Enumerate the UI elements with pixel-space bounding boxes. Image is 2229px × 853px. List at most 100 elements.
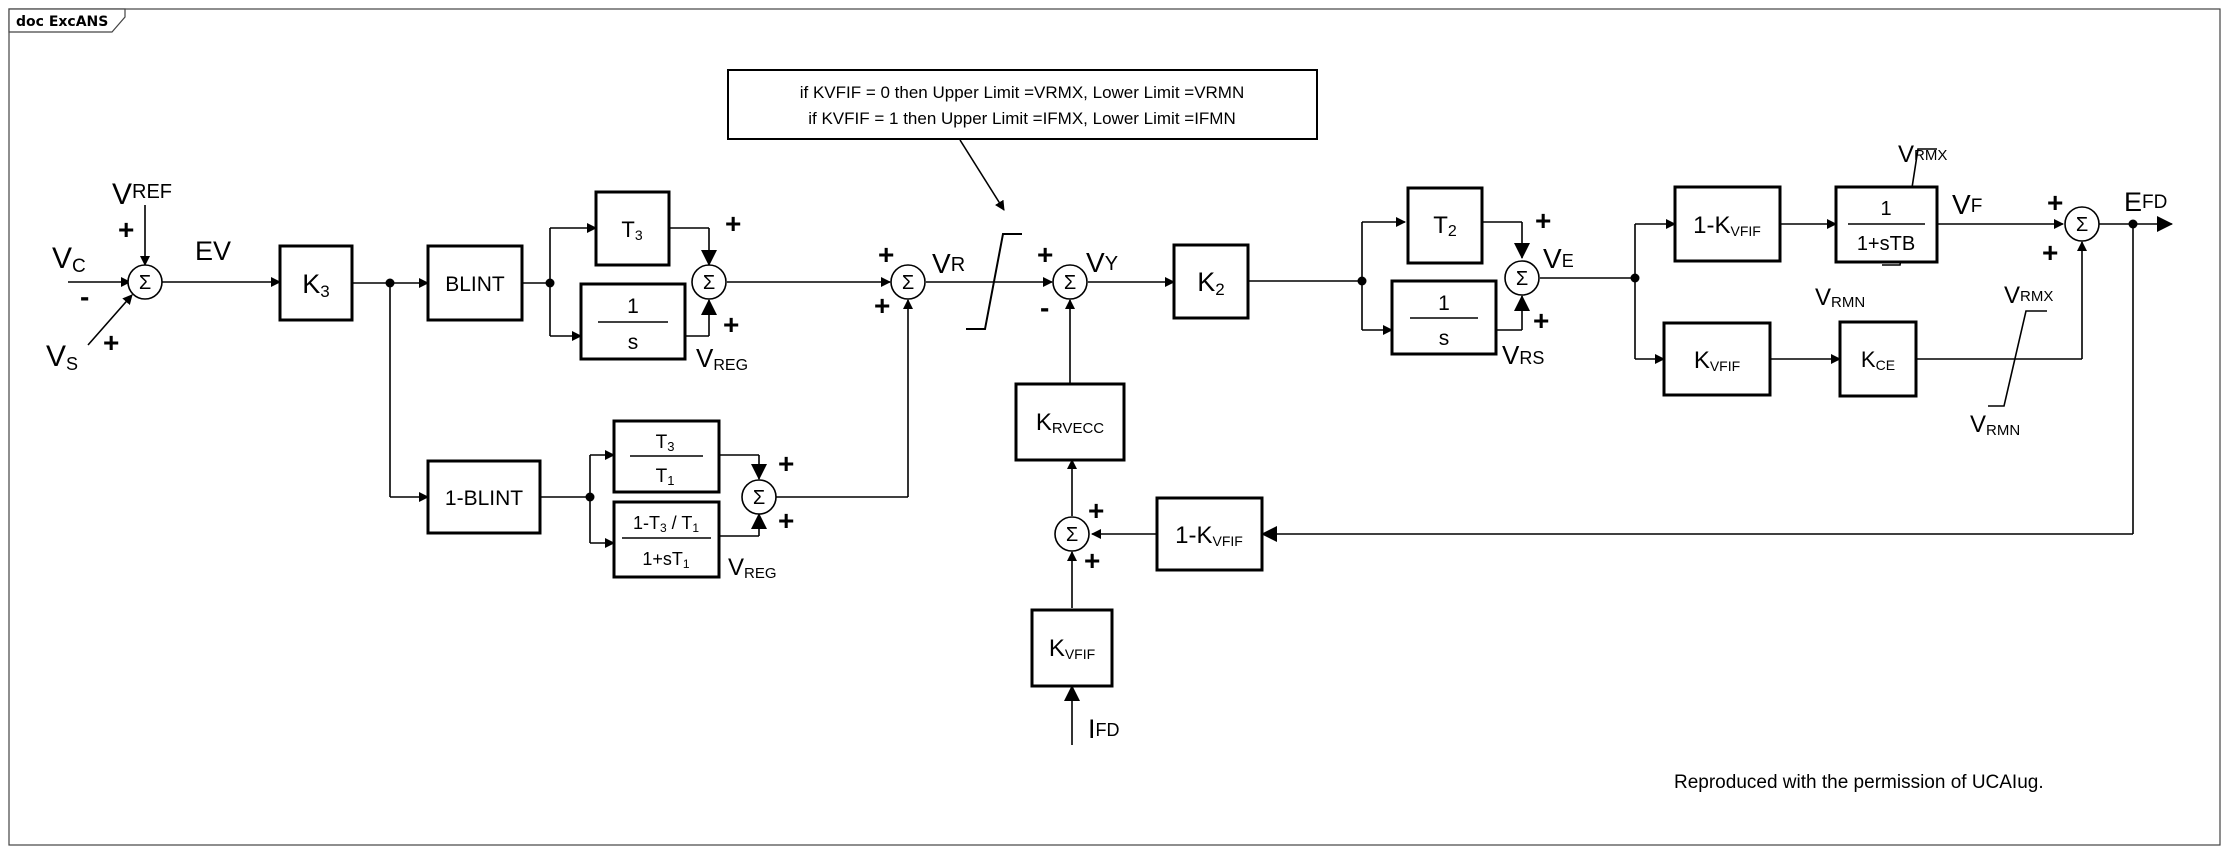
svg-text:BLINT: BLINT [445,273,505,296]
block-first-order-lag: 1 1+sTB [1834,185,1939,264]
limit-note-line-2: if KVFIF = 1 then Upper Limit =IFMX, Low… [808,109,1236,128]
label-ve: VE [1543,243,1574,274]
block-integrator-2: 1 s [1390,279,1498,356]
svg-text:K2: K2 [1197,267,1224,299]
block-t2: T2 [1406,186,1484,265]
summing-junction-integral: Σ [691,264,727,300]
svg-text:Σ: Σ [703,272,715,294]
svg-text:T3: T3 [656,432,675,454]
sign-plus: + [874,290,890,321]
label-vr: VR [932,248,965,279]
svg-text:1-T3 / T1: 1-T3 / T1 [633,513,699,535]
svg-text:T2: T2 [1433,212,1457,240]
sign-plus: + [103,327,119,358]
permission-credit: Reproduced with the permission of UCAIug… [1674,772,2044,793]
block-one-minus-blint: 1-BLINT [426,459,542,535]
label-efd: EFD [2124,187,2167,217]
block-lead-lag: 1-T3 / T1 1+sT1 [612,500,721,579]
frame-title: doc ExcANS [16,14,108,30]
label-vreg-1: VREG [696,343,748,374]
label-vrmn-top: VRMN [1815,284,1865,311]
svg-text:T1: T1 [656,466,675,488]
svg-text:Σ: Σ [2076,214,2088,236]
label-vs: VS [46,340,78,374]
svg-text:s: s [1439,327,1450,350]
svg-text:1: 1 [1438,292,1450,315]
svg-text:KVFIF: KVFIF [1694,347,1740,374]
label-ifd: IFD [1088,714,1120,744]
limit-note-line-1: if KVFIF = 0 then Upper Limit =VRMX, Low… [800,83,1245,102]
label-vrmx-right: VRMX [2004,282,2053,309]
block-one-minus-kvfif-top: 1-KVFIF [1673,185,1782,263]
label-vf: VF [1952,189,1982,220]
diagram-frame [8,8,2221,846]
block-k3: K3 [278,244,354,322]
block-t3: T3 [594,190,671,267]
vr-limiter [966,233,1022,330]
vrmx-vrmn-limiter-right [1988,310,2047,407]
label-vy: VY [1086,247,1118,278]
sign-plus: + [1084,545,1100,576]
sign-plus: + [2047,187,2063,218]
svg-text:1+sTB: 1+sTB [1857,233,1915,255]
block-kvfif-right: KVFIF [1662,321,1772,397]
svg-text:Σ: Σ [902,272,914,294]
svg-text:Σ: Σ [753,487,765,509]
block-kce: KCE [1838,320,1918,398]
sign-plus: + [1088,495,1104,526]
svg-text:1-KVFIF: 1-KVFIF [1175,522,1243,549]
label-ev: EV [195,236,231,266]
note-pointer [959,139,1005,211]
sign-minus: - [1040,292,1049,323]
block-one-minus-kvfif-feedback: 1-KVFIF [1155,496,1264,572]
sign-minus: - [80,281,89,312]
sign-plus: + [2042,237,2058,268]
label-vc: VC [52,242,86,277]
summing-junction-vy: Σ [1052,264,1088,300]
svg-text:1-KVFIF: 1-KVFIF [1693,212,1761,239]
svg-text:1: 1 [1880,198,1891,220]
svg-text:Σ: Σ [1064,272,1076,294]
sign-plus: + [1037,239,1053,270]
label-vrs: VRS [1502,340,1544,370]
block-krvecc: KRVECC [1014,382,1126,462]
svg-text:KVFIF: KVFIF [1049,635,1095,662]
block-t3-over-t1: T3 T1 [612,419,721,494]
svg-text:1+sT1: 1+sT1 [642,549,690,571]
sign-markers: + - + + + + + + + + - + + + + + + [80,187,2063,576]
sign-plus: + [778,448,794,479]
summing-junction-leadlag: Σ [741,479,777,515]
svg-text:1: 1 [627,295,639,318]
label-vrmx-top: VRMX [1898,141,1947,168]
summing-junction-input: Σ [127,264,163,300]
junction-dots [385,219,2138,502]
svg-text:Σ: Σ [1516,268,1528,290]
label-vrmn-right: VRMN [1970,411,2020,439]
summing-junction-ve: Σ [1504,260,1540,296]
limit-note-box [727,69,1318,140]
label-vreg-2: VREG [728,554,777,582]
block-kvfif-bottom: KVFIF [1030,608,1114,688]
block-blint: BLINT [426,244,524,322]
signal-wires [68,205,2173,745]
svg-text:KCE: KCE [1861,347,1895,373]
sign-plus: + [1535,205,1551,236]
svg-text:K3: K3 [302,269,329,301]
block-integrator-1: 1 s [579,282,687,361]
summing-junction-feedback: Σ [1054,516,1090,552]
sign-plus: + [778,505,794,536]
label-vref: VREF [112,178,172,211]
svg-text:s: s [628,331,639,354]
block-k2: K2 [1172,243,1250,320]
sign-plus: + [725,208,741,239]
sign-plus: + [1533,305,1549,336]
sign-plus: + [723,309,739,340]
svg-text:Σ: Σ [1066,524,1078,546]
summing-junction-vr: Σ [890,264,926,300]
svg-text:KRVECC: KRVECC [1036,409,1104,437]
frame-tab [8,8,126,33]
summing-junction-efd: Σ [2064,206,2100,242]
svg-text:Σ: Σ [139,272,151,294]
sign-plus: + [878,239,894,270]
